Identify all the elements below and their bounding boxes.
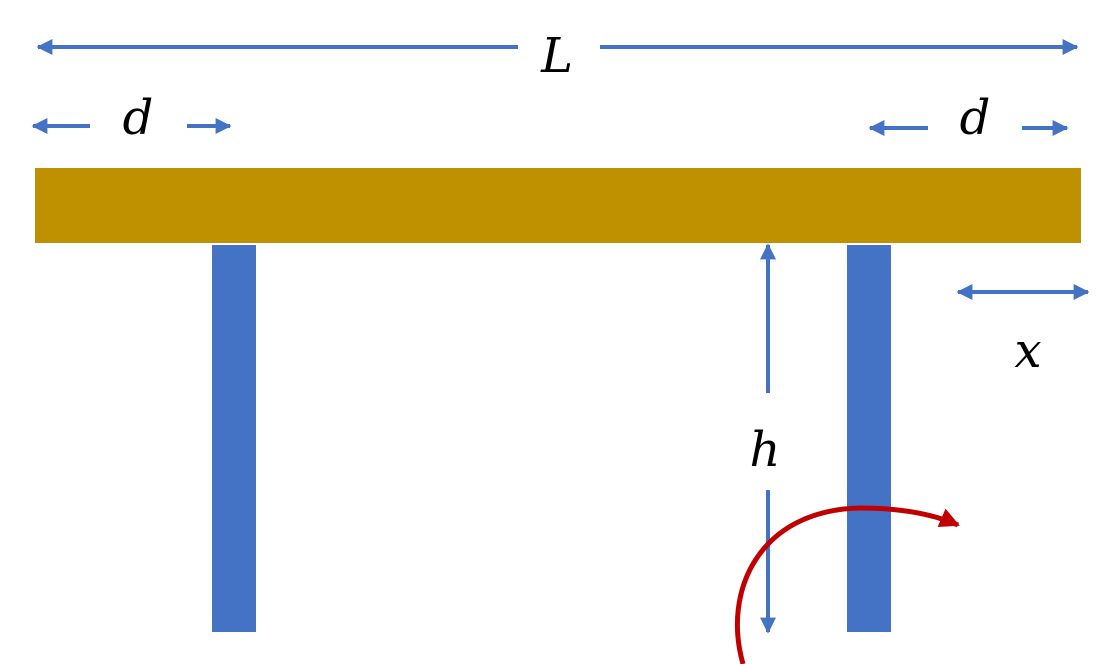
displacement-dimension: x <box>956 284 1090 379</box>
length-label: L <box>540 28 573 84</box>
right-leg <box>847 245 891 632</box>
left-leg <box>212 245 256 632</box>
length-dimension: L <box>36 28 1079 84</box>
plank <box>35 168 1081 243</box>
left-offset-dimension: d <box>31 90 232 146</box>
rotation-arrow <box>734 505 960 664</box>
right-offset-dimension: d <box>868 90 1069 146</box>
height-label: h <box>750 422 781 478</box>
right-offset-label: d <box>960 90 991 146</box>
left-offset-label: d <box>123 90 154 146</box>
height-dimension: h <box>750 243 781 634</box>
displacement-label: x <box>1014 323 1041 379</box>
